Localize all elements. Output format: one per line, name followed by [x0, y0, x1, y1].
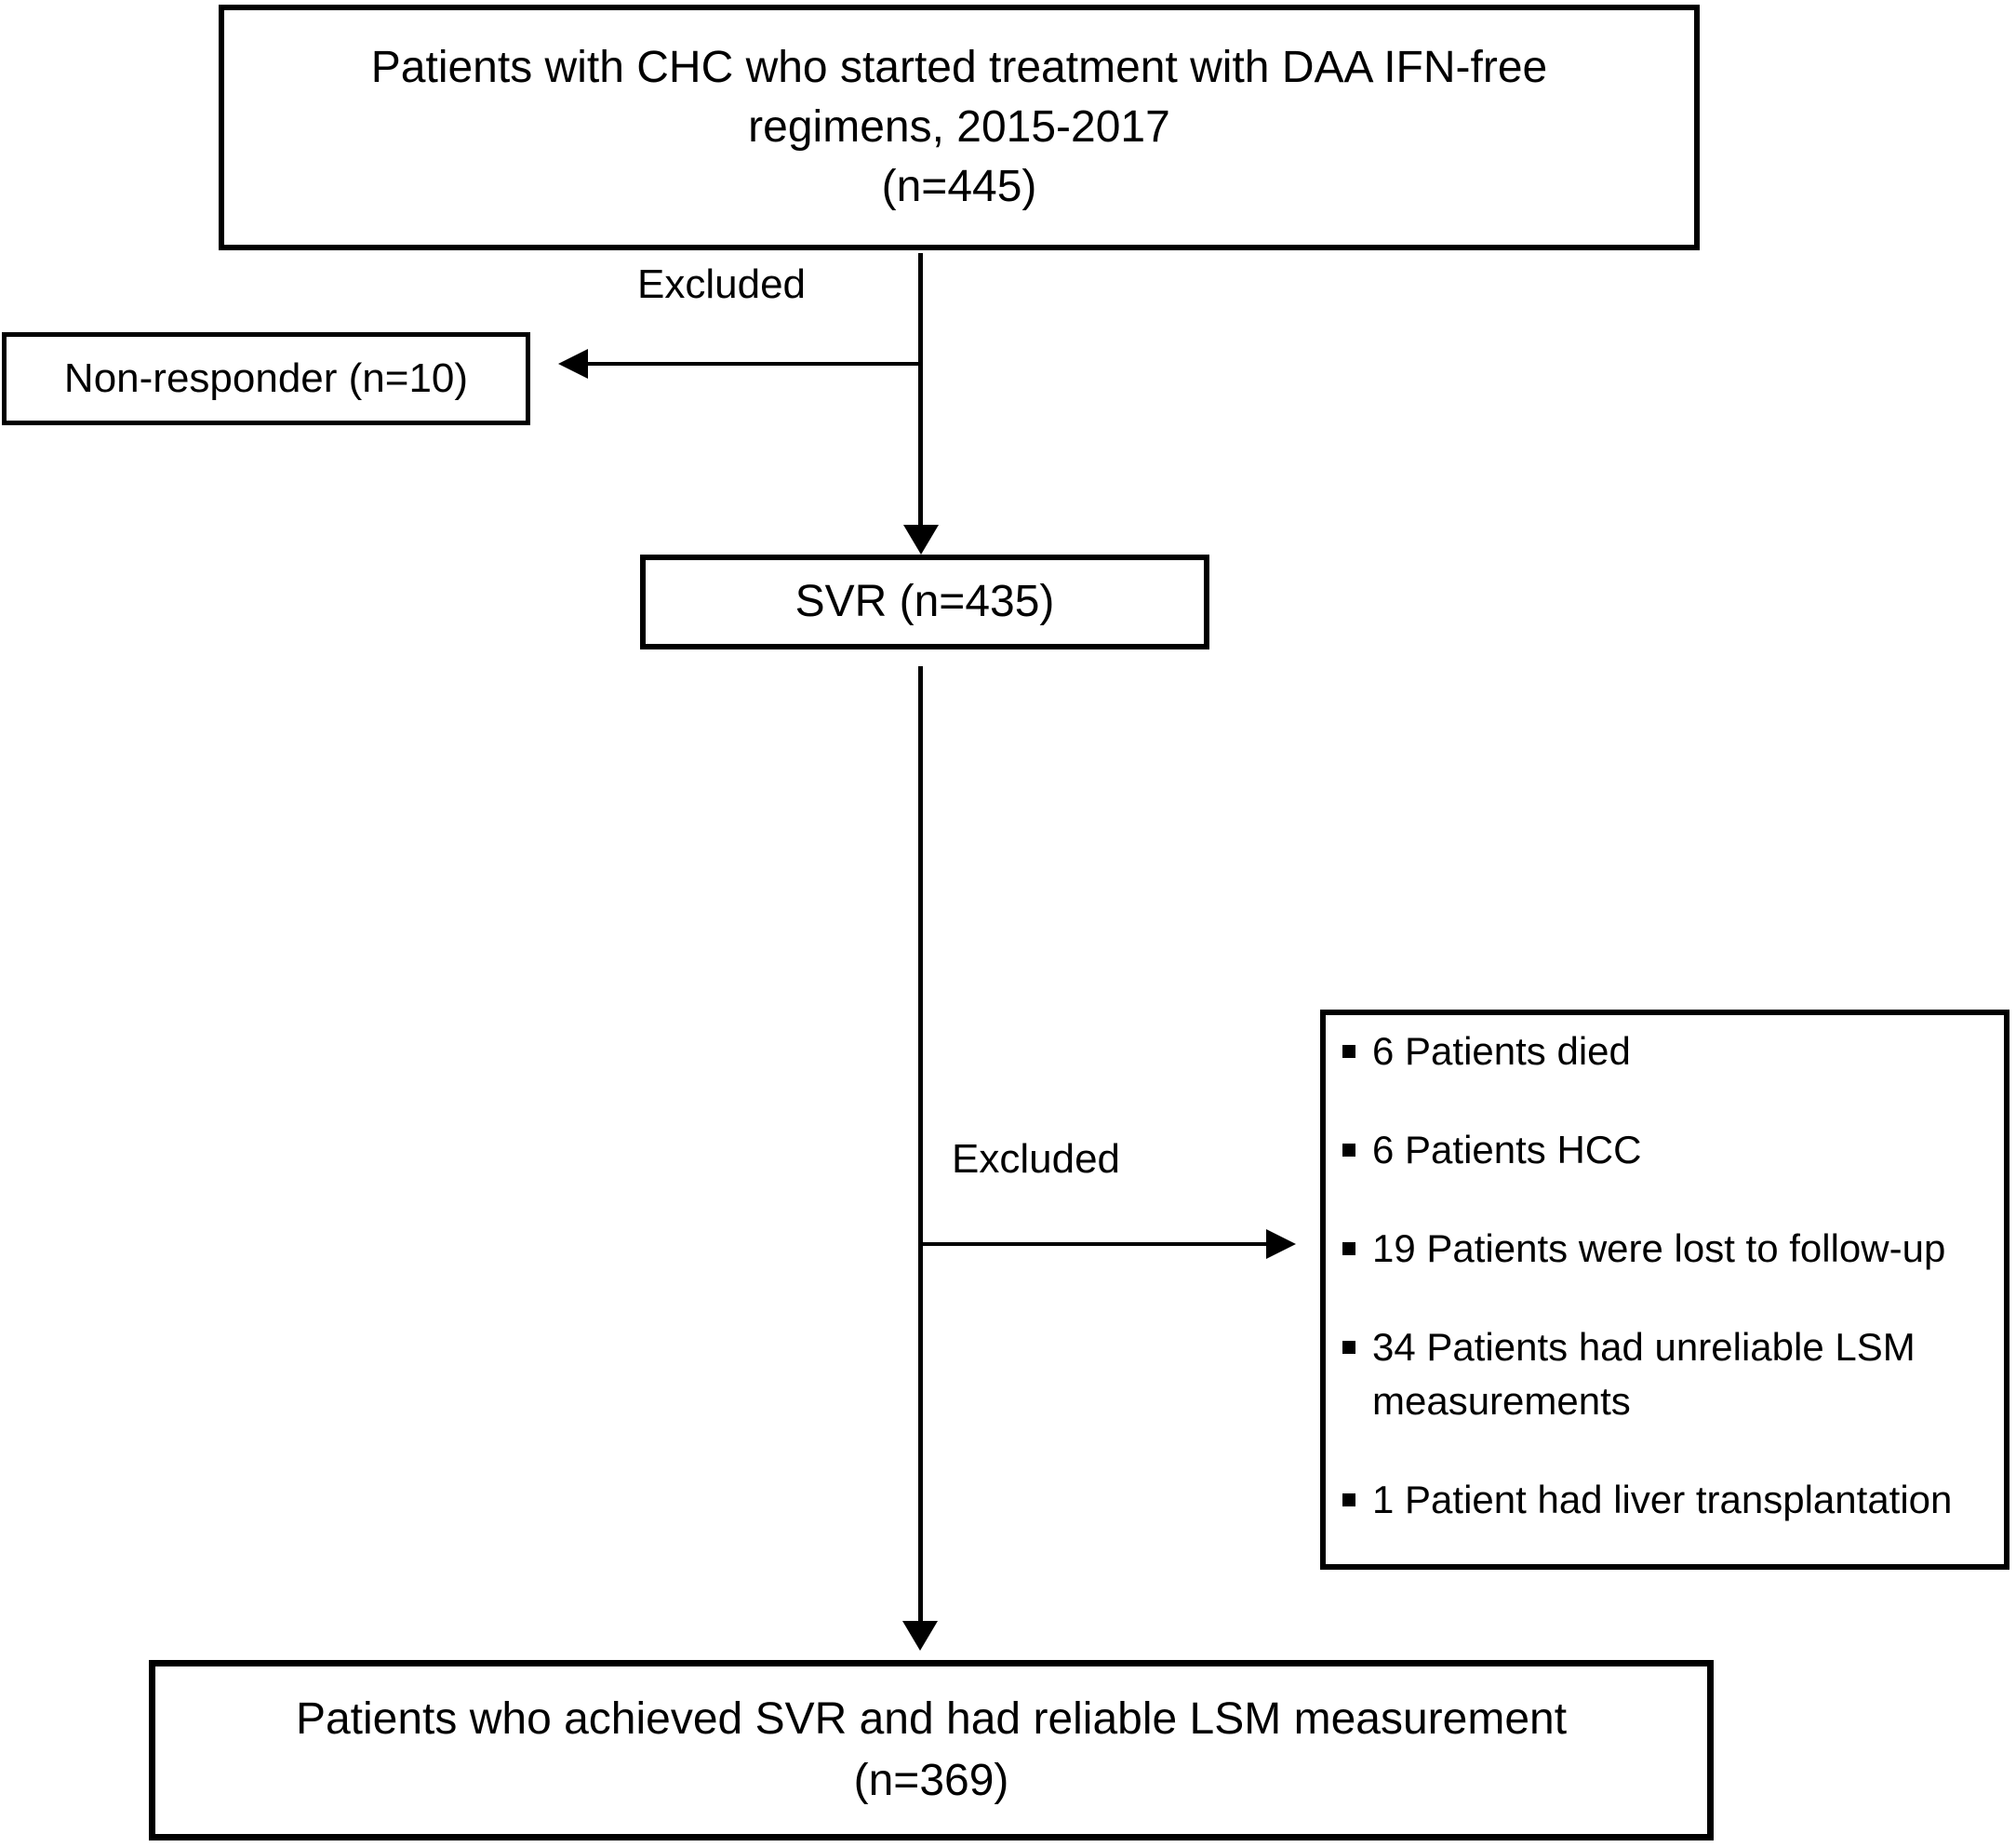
- connector-to-non-responder-line: [584, 362, 920, 366]
- excluded-label-lower: Excluded: [952, 1136, 1121, 1182]
- box-non-responder: Non-responder (n=10): [2, 332, 530, 425]
- box-chc-line-1: Patients with CHC who started treatment …: [370, 43, 1548, 92]
- connector-top-to-svr-line: [918, 253, 923, 527]
- connector-to-exclusion-line: [920, 1242, 1268, 1246]
- box-final-line-2: (n=369): [853, 1756, 1009, 1805]
- box-svr: SVR (n=435): [640, 555, 1209, 649]
- box-final-line-1: Patients who achieved SVR and had reliab…: [295, 1694, 1568, 1744]
- list-item: 19 Patients were lost to follow-up: [1339, 1222, 1945, 1276]
- exclusion-item-lost-followup: 19 Patients were lost to follow-up: [1372, 1226, 1946, 1270]
- arrow-left-icon: [558, 349, 588, 379]
- bullet-square-icon: [1342, 1045, 1355, 1058]
- exclusion-item-died: 6 Patients died: [1372, 1029, 1631, 1073]
- list-item: 6 Patients died: [1339, 1024, 1631, 1078]
- bullet-square-icon: [1342, 1144, 1355, 1157]
- bullet-square-icon: [1342, 1493, 1355, 1506]
- arrow-right-icon: [1266, 1229, 1296, 1259]
- arrow-down-icon: [903, 525, 939, 555]
- box-final-cohort: Patients who achieved SVR and had reliab…: [149, 1660, 1714, 1840]
- exclusion-item-unreliable-lsm-line-1: 34 Patients had unreliable LSM: [1372, 1325, 1916, 1369]
- box-chc-line-2: regimens, 2015-2017: [748, 102, 1170, 152]
- list-item: 1 Patient had liver transplantation: [1339, 1473, 1952, 1527]
- exclusion-item-unreliable-lsm-line-2: measurements: [1372, 1379, 1631, 1423]
- arrow-down-icon: [902, 1621, 938, 1651]
- bullet-square-icon: [1342, 1341, 1355, 1354]
- exclusion-item-transplantation: 1 Patient had liver transplantation: [1372, 1478, 1953, 1521]
- excluded-label-upper: Excluded: [637, 261, 807, 307]
- box-non-responder-label: Non-responder (n=10): [63, 355, 469, 401]
- list-item: 34 Patients had unreliable LSM measureme…: [1339, 1320, 1916, 1428]
- connector-svr-to-final-line: [918, 666, 923, 1621]
- box-svr-label: SVR (n=435): [794, 577, 1055, 626]
- exclusion-item-hcc: 6 Patients HCC: [1372, 1128, 1642, 1171]
- list-item: 6 Patients HCC: [1339, 1123, 1641, 1177]
- box-chc-line-3: (n=445): [881, 162, 1037, 211]
- box-chc-treatment: Patients with CHC who started treatment …: [219, 5, 1700, 250]
- box-exclusion-list: 6 Patients died 6 Patients HCC 19 Patien…: [1320, 1010, 2009, 1570]
- bullet-square-icon: [1342, 1242, 1355, 1255]
